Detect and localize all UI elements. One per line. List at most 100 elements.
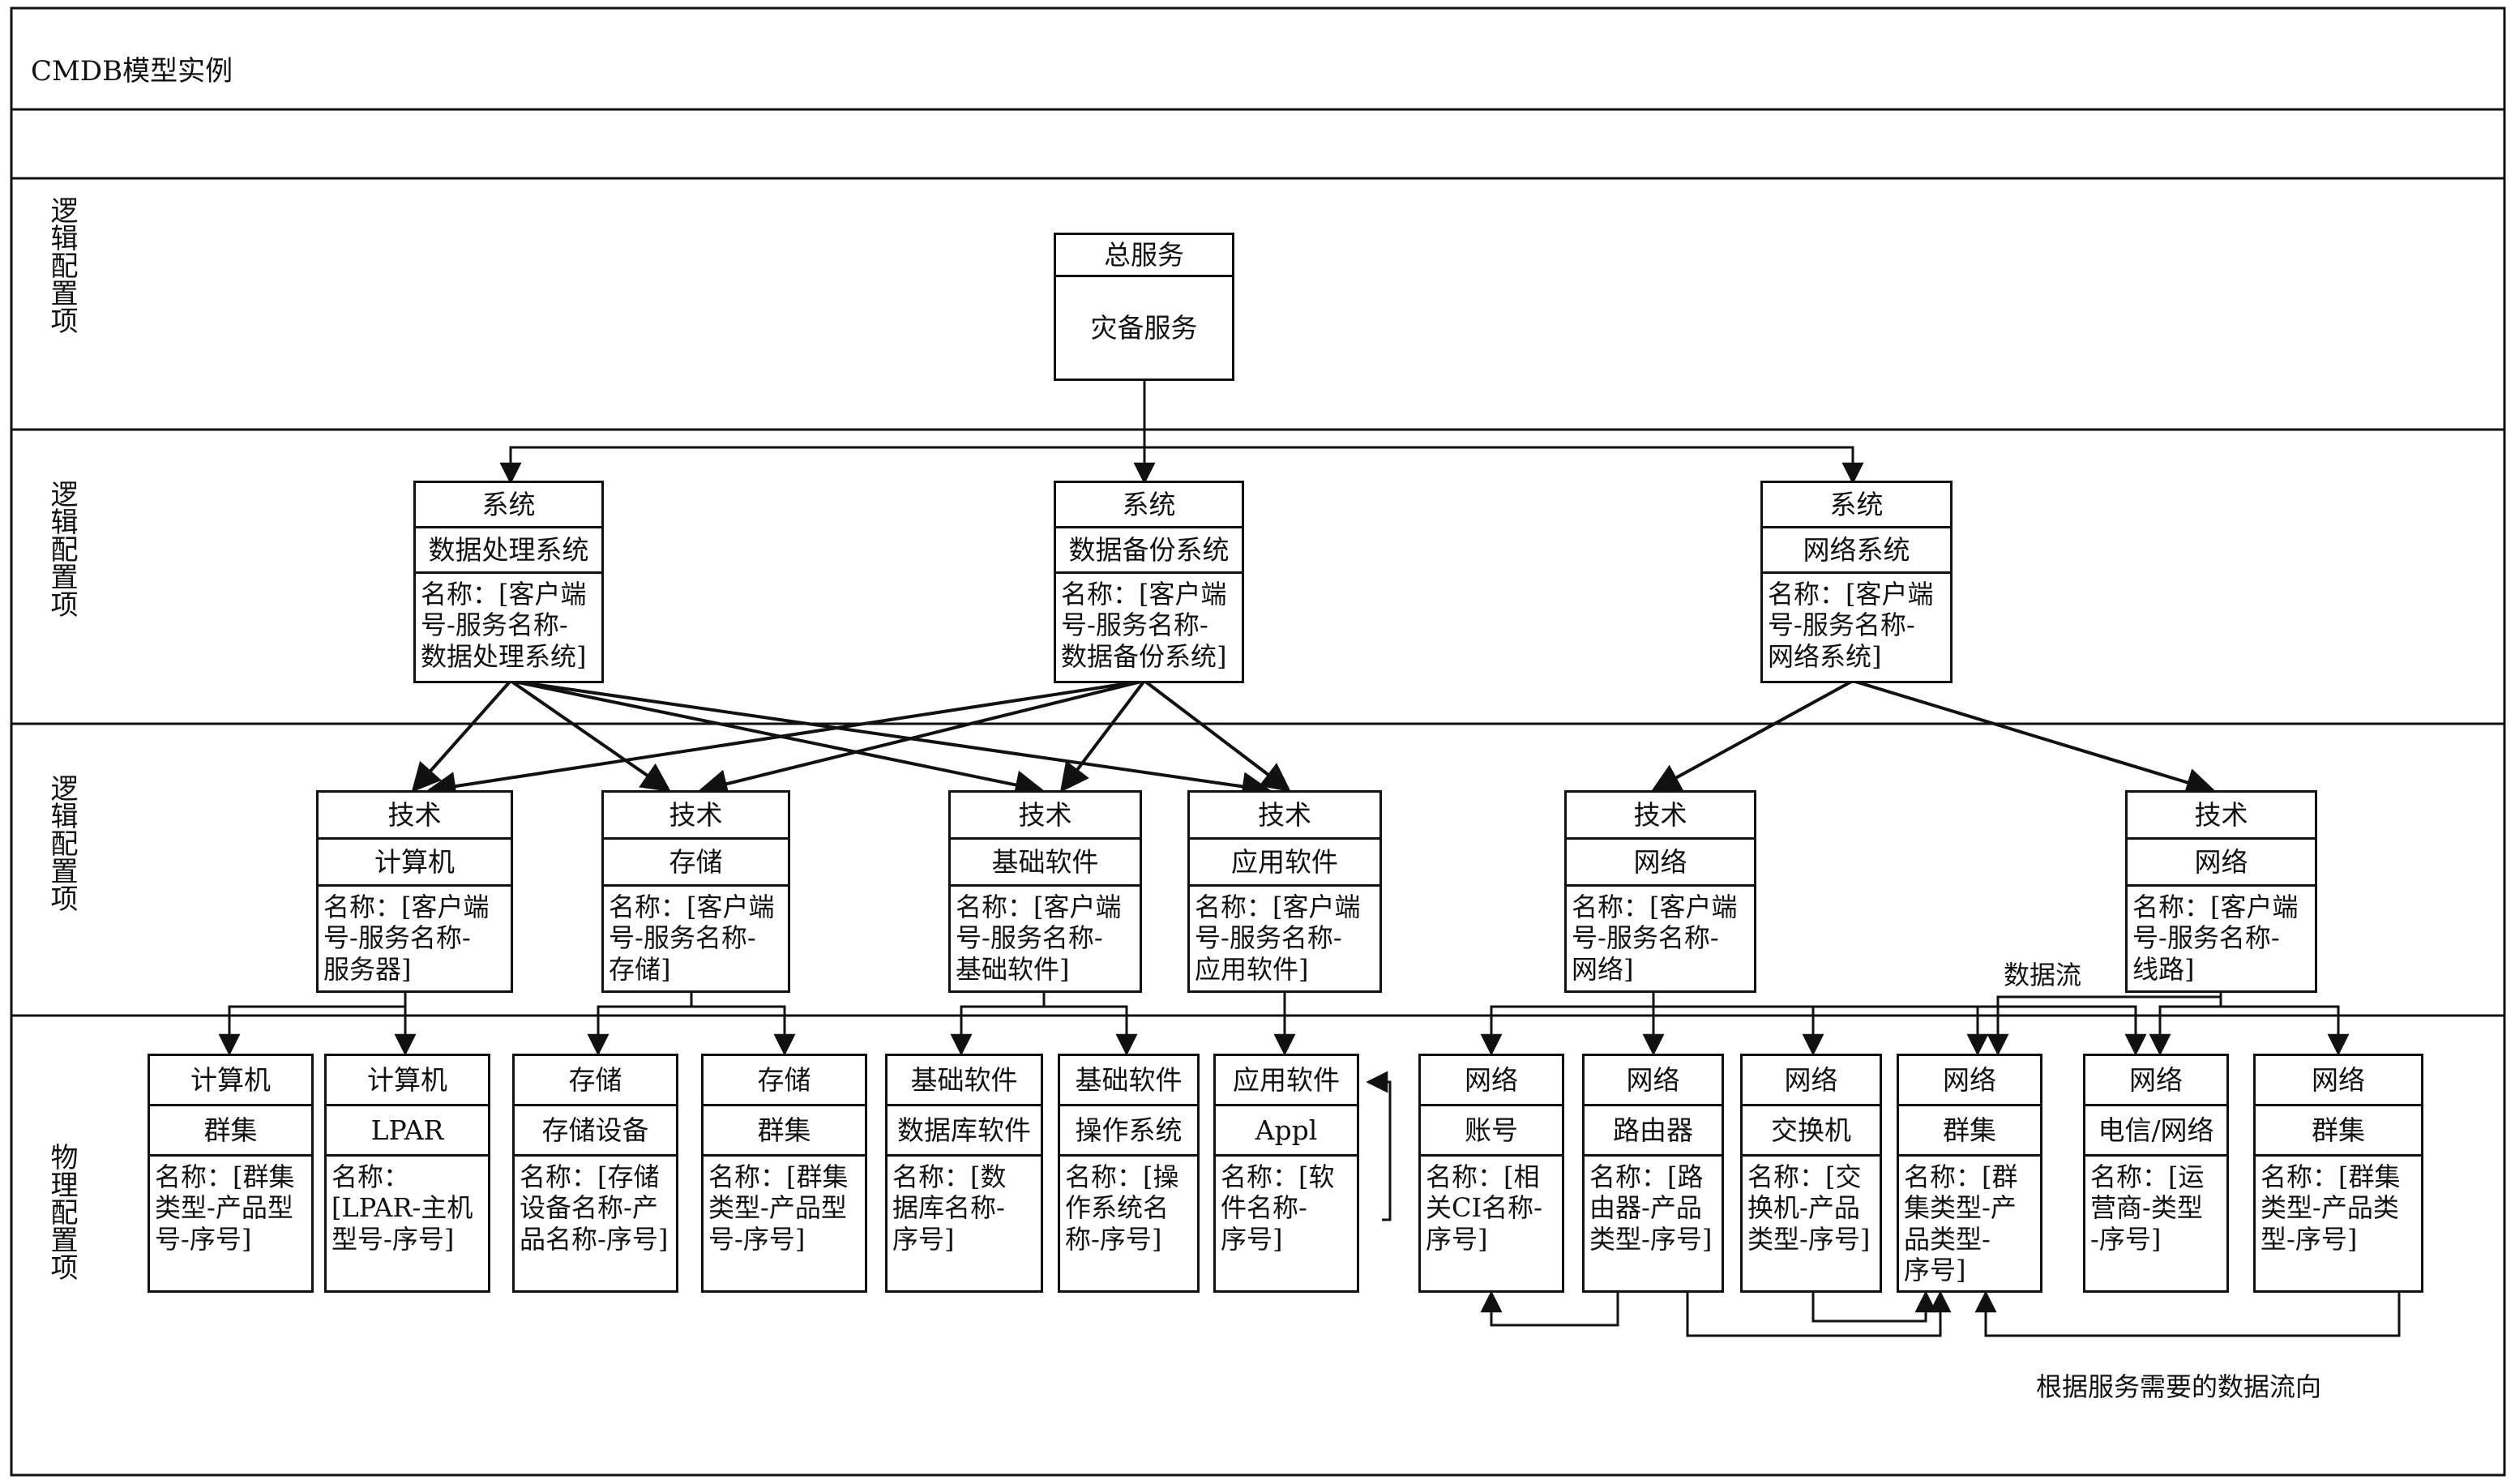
node-desc: 名称：[客户端 号-服务名称- 服务器] [323, 892, 490, 985]
data-flow-label: 数据流 [2004, 960, 2082, 990]
row-label-logical-1: 逻辑配置项 [45, 196, 78, 334]
node-header: 基础软件 [1060, 1056, 1197, 1106]
conn-systems-bus [509, 446, 1854, 482]
node-desc: 名称：[客户端 号-服务名称- 存储] [609, 892, 775, 985]
conn-t3-bus [950, 991, 1046, 1056]
node-header: 网络 [1899, 1056, 2040, 1106]
node-header: 技术 [951, 793, 1140, 840]
node-header: 存储 [704, 1056, 865, 1106]
node-phys-router: 网络 路由器 名称：[路 由器-产品 类型-序号] [1582, 1054, 1724, 1293]
diagram-title: CMDB模型实例 [31, 55, 233, 88]
node-name: 群集 [2256, 1106, 2421, 1157]
node-name: 账号 [1421, 1106, 1562, 1157]
node-phys-telecom: 网络 电信/网络 名称：[运 营商-类型 -序号] [2083, 1054, 2229, 1293]
flow-cluster2-cluster [1974, 1290, 2401, 1337]
node-name: 操作系统 [1060, 1106, 1197, 1157]
node-tech-storage: 技术 存储 名称：[客户端 号-服务名称- 存储] [601, 790, 790, 993]
node-phys-storage-cluster: 存储 群集 名称：[群集 类型-产品型 号-序号] [701, 1054, 867, 1293]
node-name: 灾备服务 [1090, 311, 1198, 344]
node-desc: 名称：[相 关CI名称- 序号] [1426, 1161, 1542, 1255]
node-desc: 名称：[客户端 号-服务名称- 网络系统] [1768, 579, 1934, 672]
node-header: 技术 [319, 793, 511, 840]
node-phys-os: 基础软件 操作系统 名称：[操 作系统名 称-序号] [1058, 1054, 1200, 1293]
conn-t5-p10 [1653, 1005, 1824, 1056]
node-header: 总服务 [1056, 235, 1232, 277]
node-header: 网络 [2085, 1056, 2226, 1106]
conn-t6-p11 [1987, 995, 2221, 1056]
node-desc: 名称： [LPAR-主机 型号-序号] [331, 1161, 473, 1255]
node-phys-account: 网络 账号 名称：[相 关CI名称- 序号] [1418, 1054, 1564, 1293]
node-phys-storage-device: 存储 存储设备 名称：[存储 设备名称-产 品名称-序号] [512, 1054, 678, 1293]
node-desc: 名称：[存储 设备名称-产 品名称-序号] [520, 1161, 669, 1255]
node-desc: 名称：[交 换机-产品 类型-序号] [1747, 1161, 1871, 1255]
node-name: Appl [1216, 1106, 1357, 1157]
node-header: 网络 [1743, 1056, 1880, 1106]
node-system-data-backup: 系统 数据备份系统 名称：[客户端 号-服务名称- 数据备份系统] [1054, 481, 1244, 683]
node-system-network: 系统 网络系统 名称：[客户端 号-服务名称- 网络系统] [1760, 481, 1953, 683]
node-header: 网络 [1585, 1056, 1722, 1106]
node-name: 网络系统 [1763, 528, 1950, 574]
conn-t1-bus [218, 991, 407, 1056]
node-name: 基础软件 [951, 840, 1140, 887]
node-phys-computer-cluster: 计算机 群集 名称：[群集 类型-产品型 号-序号] [148, 1054, 314, 1293]
node-header: 基础软件 [888, 1056, 1041, 1106]
node-desc: 名称：[客户端 号-服务名称- 数据备份系统] [1061, 579, 1227, 672]
node-name: 路由器 [1585, 1106, 1722, 1157]
node-tech-network: 技术 网络 名称：[客户端 号-服务名称- 网络] [1564, 790, 1756, 993]
node-phys-appl: 应用软件 Appl 名称：[软 件名称- 序号] [1213, 1054, 1359, 1293]
conn-s2-t1 [426, 679, 1145, 801]
node-system-data-processing: 系统 数据处理系统 名称：[客户端 号-服务名称- 数据处理系统] [413, 481, 604, 683]
node-name: 存储设备 [515, 1106, 676, 1157]
node-header: 系统 [1056, 483, 1242, 528]
conn-t3-p6 [1044, 1005, 1138, 1056]
node-header: 存储 [515, 1056, 676, 1106]
row-label-logical-3: 逻辑配置项 [45, 774, 78, 912]
conn-t6-bus [2149, 991, 2222, 1056]
node-name: 数据库软件 [888, 1106, 1041, 1157]
flow-router-account [1480, 1290, 1619, 1327]
conn-s2-t2 [698, 679, 1145, 798]
node-phys-database-software: 基础软件 数据库软件 名称：[数 据库名称- 序号] [885, 1054, 1043, 1293]
node-phys-line-cluster: 网络 群集 名称：[群集 类型-产品类 型-序号] [2253, 1054, 2423, 1293]
node-header: 计算机 [150, 1056, 311, 1106]
row-label-logical-2: 逻辑配置项 [45, 480, 78, 618]
node-desc: 名称：[客户端 号-服务名称- 应用软件] [1195, 892, 1361, 985]
conn-t2-bus [587, 991, 693, 1056]
node-header: 技术 [1190, 793, 1379, 840]
footer-note: 根据服务需要的数据流向 [2036, 1371, 2322, 1402]
node-tech-line: 技术 网络 名称：[客户端 号-服务名称- 线路] [2125, 790, 2317, 993]
node-desc: 名称：[操 作系统名 称-序号] [1065, 1161, 1179, 1255]
node-desc: 名称：[运 营商-类型 -序号] [2090, 1161, 2205, 1255]
node-name: 网络 [1567, 840, 1754, 887]
node-name: 交换机 [1743, 1106, 1880, 1157]
conn-s3-t5 [1650, 679, 1854, 792]
flow-router-cluster [1686, 1290, 1952, 1337]
node-header: 网络 [1421, 1056, 1562, 1106]
node-header: 系统 [1763, 483, 1950, 528]
row-label-physical: 物理配置项 [45, 1143, 78, 1281]
node-header: 应用软件 [1216, 1056, 1357, 1106]
conn-s3-t6 [1852, 679, 2216, 797]
conn-s1-t3 [510, 679, 1045, 800]
node-desc: 名称：[数 据库名称- 序号] [892, 1161, 1007, 1255]
node-name: 网络 [2128, 840, 2315, 887]
node-name: 数据备份系统 [1056, 528, 1242, 574]
conn-t5-bus [1480, 991, 1655, 1056]
node-desc: 名称：[软 件名称- 序号] [1221, 1161, 1335, 1255]
node-desc: 名称：[群 集类型-产 品类型- 序号] [1904, 1161, 2018, 1286]
node-total-service: 总服务 灾备服务 [1054, 233, 1234, 381]
node-header: 网络 [2256, 1056, 2421, 1106]
node-desc: 名称：[路 由器-产品 类型-序号] [1589, 1161, 1713, 1255]
conn-s1-t1 [411, 679, 512, 793]
node-header: 计算机 [327, 1056, 488, 1106]
conn-t5-p11 [1813, 1005, 1989, 1056]
node-name: 数据处理系统 [416, 528, 601, 574]
conn-t5-p12 [1978, 1005, 2147, 1056]
outer-frame [10, 6, 2506, 1477]
conn-appl-loop [1366, 1071, 1392, 1221]
node-header: 系统 [416, 483, 601, 528]
node-tech-computer: 技术 计算机 名称：[客户端 号-服务名称- 服务器] [316, 790, 513, 993]
flow-switch-cluster [1811, 1290, 1937, 1323]
node-name: LPAR [327, 1106, 488, 1157]
